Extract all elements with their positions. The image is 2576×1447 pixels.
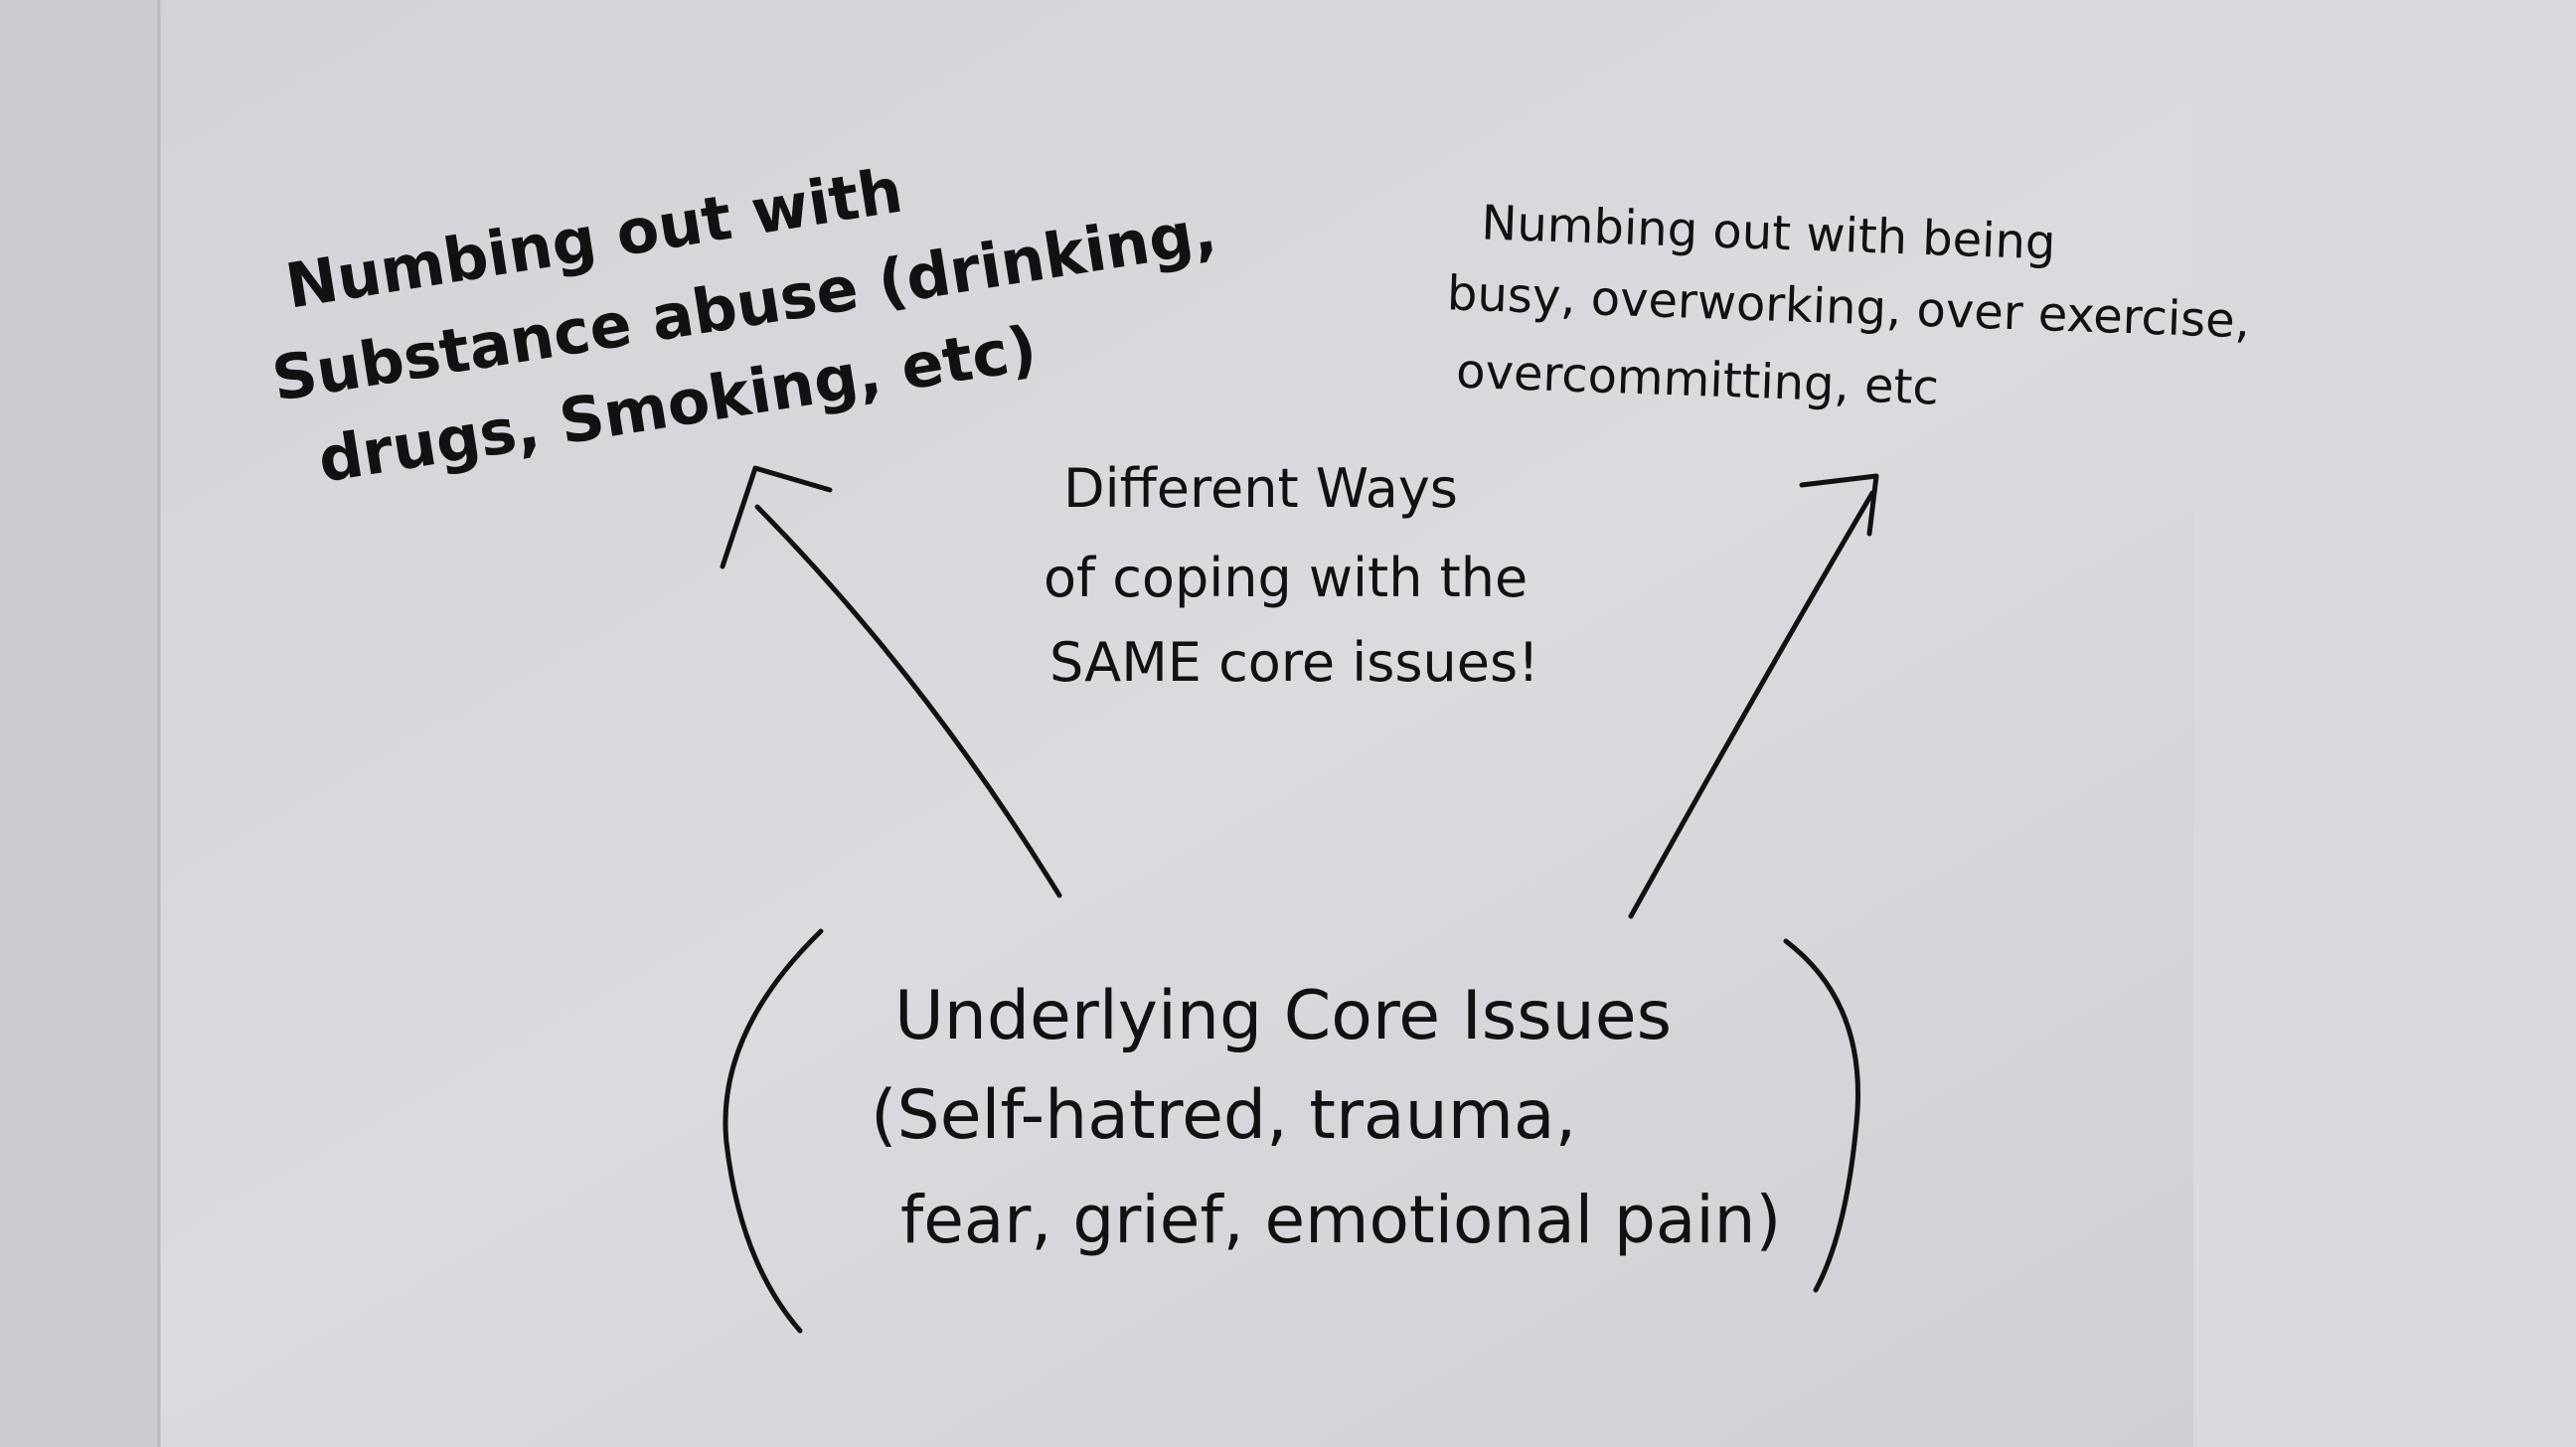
center-line-1: Different Ways <box>1063 457 1458 520</box>
left-parenthesis <box>723 928 824 1334</box>
core-line-1: Underlying Core Issues <box>894 977 1672 1055</box>
center-line-2: of coping with the <box>1044 547 1528 609</box>
core-issues-text: Underlying Core Issues (Self-hatred, tra… <box>871 977 1781 1258</box>
left-margin-strip <box>0 0 159 1447</box>
right-parenthesis <box>1783 938 1861 1293</box>
right-arrow <box>1628 473 1879 919</box>
left-arrow <box>720 465 1062 898</box>
right-page-strip <box>2193 0 2576 1447</box>
center-note: Different Ways of coping with the SAME c… <box>1044 457 1539 694</box>
core-line-3: fear, grief, emotional pain) <box>900 1182 1781 1258</box>
center-line-3: SAME core issues! <box>1049 631 1539 694</box>
core-line-2: (Self-hatred, trauma, <box>871 1076 1576 1155</box>
